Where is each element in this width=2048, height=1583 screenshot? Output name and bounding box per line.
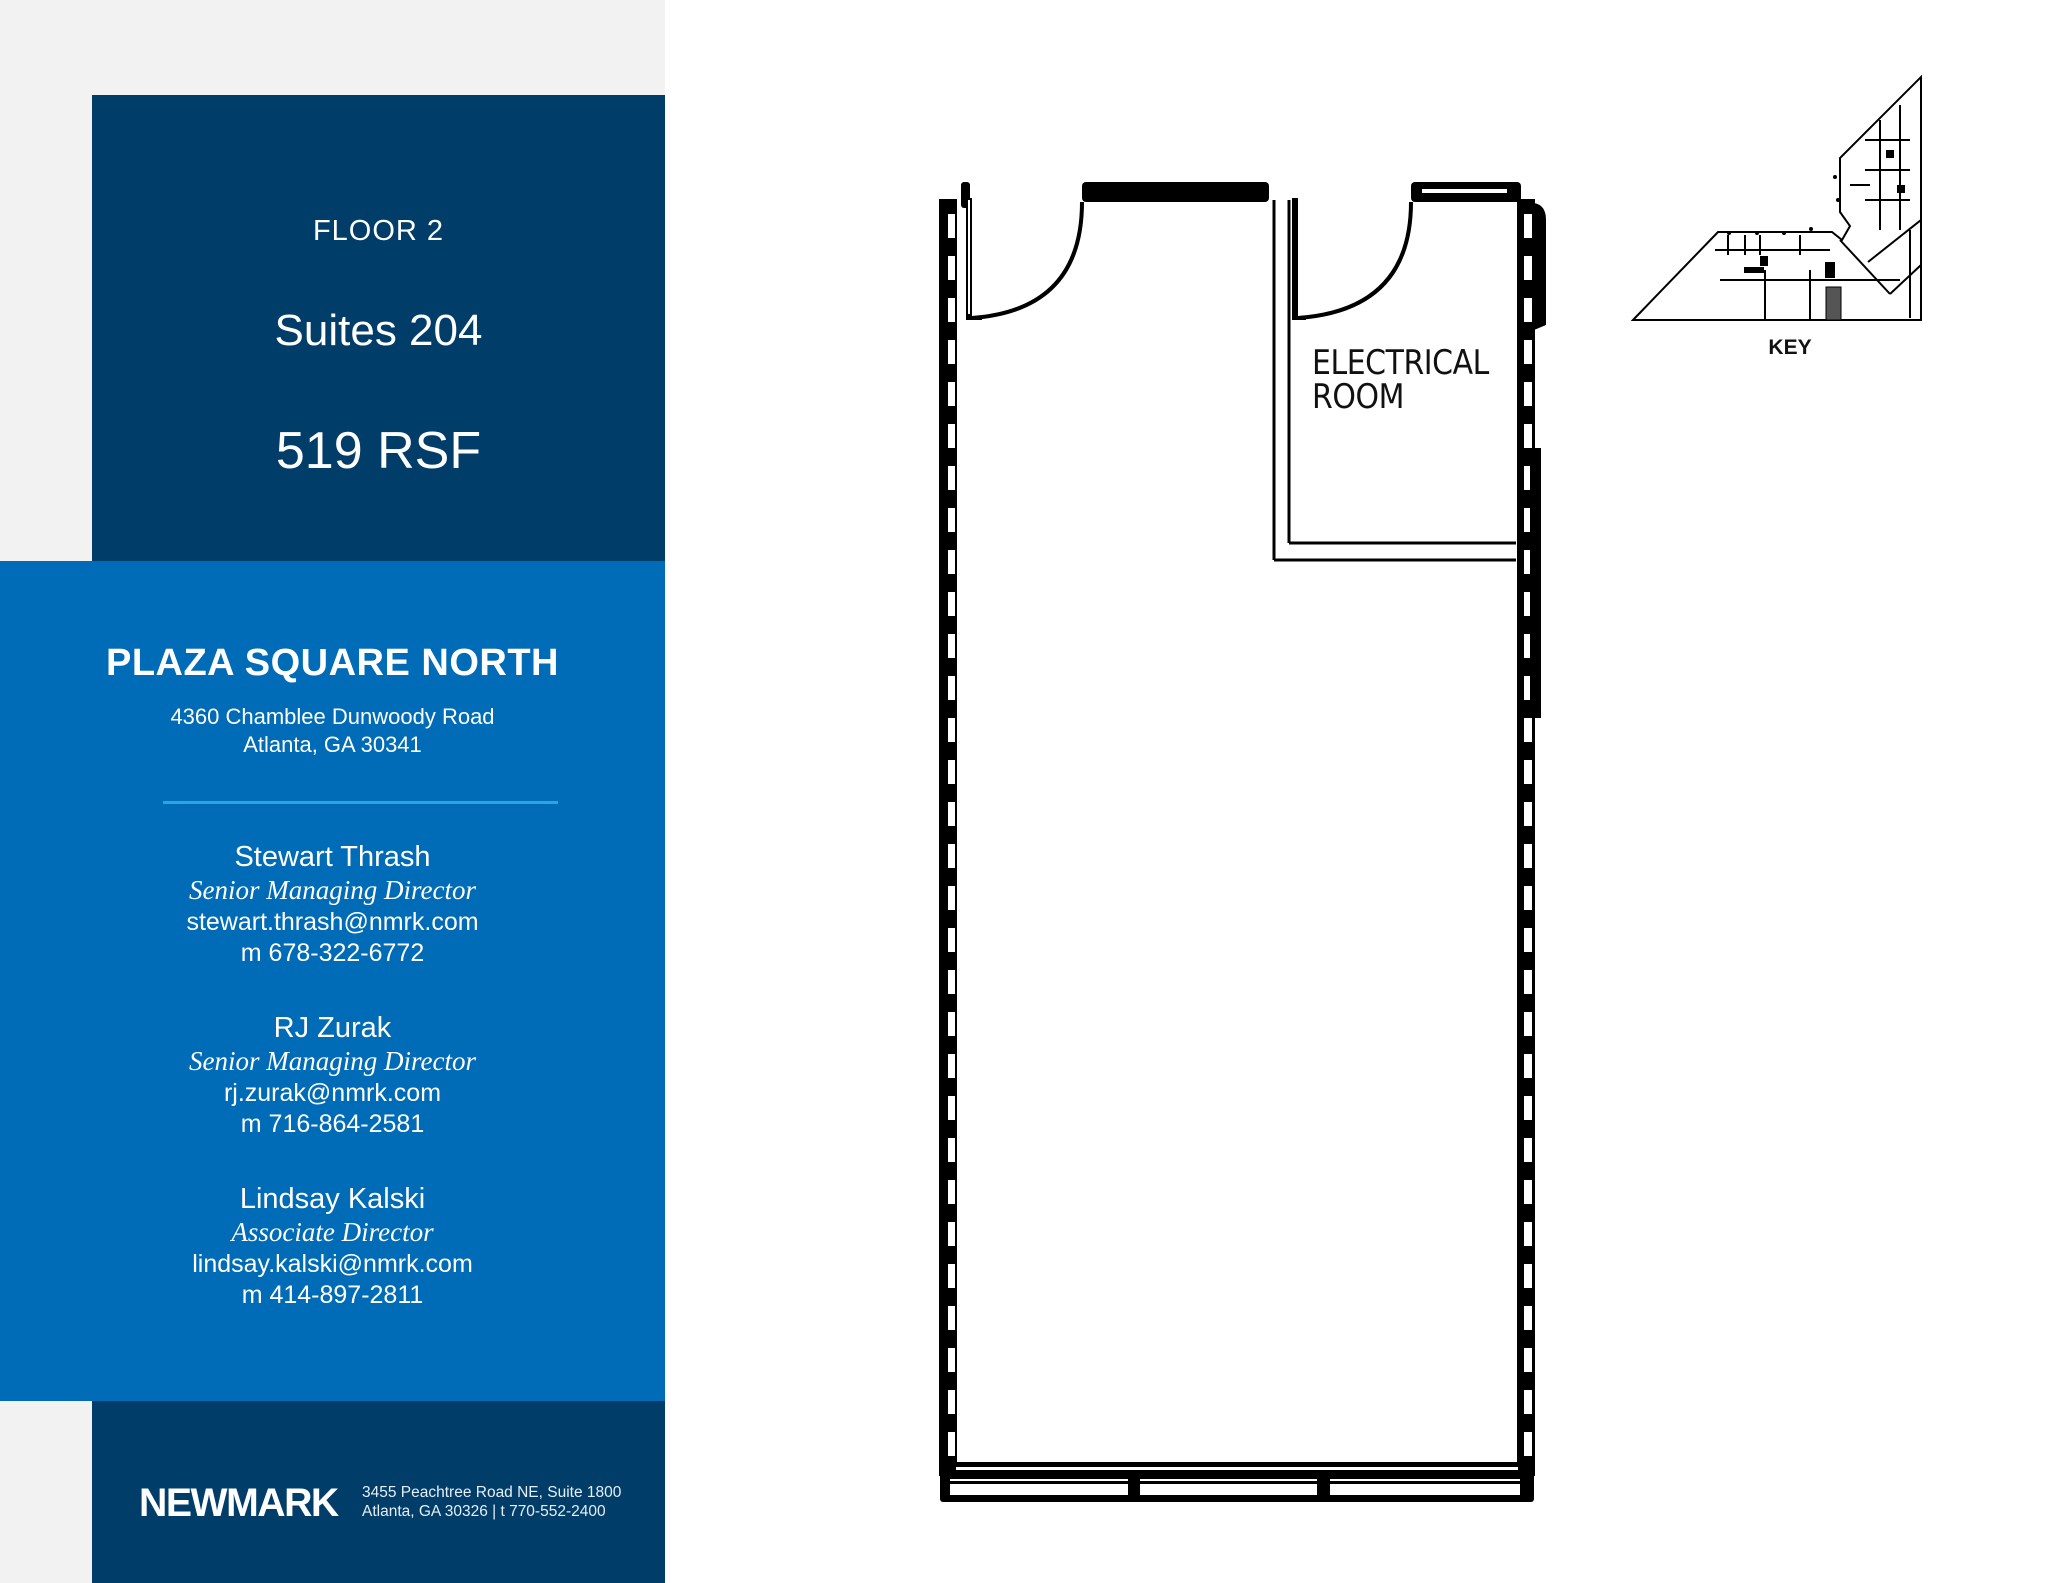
contact-title: Senior Managing Director [189, 1046, 476, 1076]
exterior-window-wall-left [939, 199, 957, 1476]
suite-location-highlight [1825, 286, 1842, 321]
contact-name: Stewart Thrash [234, 841, 431, 873]
divider [163, 801, 558, 804]
building-name: PLAZA SQUARE NORTH [105, 642, 560, 684]
key-plan-map [1630, 74, 1922, 321]
office-address-line2: Atlanta, GA 30326 | t 770-552-2400 [362, 1503, 606, 1520]
room-label-line2: ROOM [1312, 377, 1404, 417]
contact-email-link[interactable]: rj.zurak@nmrk.com [223, 1079, 442, 1107]
floor-label: FLOOR 2 [312, 215, 445, 247]
building-contact-panel: PLAZA SQUARE NORTH 4360 Chamblee Dunwood… [0, 561, 665, 1401]
contact-card: Stewart Thrash Senior Managing Director … [0, 840, 665, 969]
contact-phone[interactable]: m 678-322-6772 [240, 939, 425, 967]
building-address-line2: Atlanta, GA 30341 [243, 732, 422, 757]
contact-phone[interactable]: m 716-864-2581 [240, 1110, 425, 1138]
contact-email-link[interactable]: stewart.thrash@nmrk.com [186, 908, 479, 936]
suite-number: Suites 204 [274, 306, 483, 355]
contact-title: Senior Managing Director [189, 875, 476, 905]
contact-card: RJ Zurak Senior Managing Director rj.zur… [0, 1011, 665, 1140]
contact-name: RJ Zurak [273, 1012, 392, 1044]
building-address-line1: 4360 Chamblee Dunwoody Road [170, 704, 495, 729]
office-address-line1: 3455 Peachtree Road NE, Suite 1800 [362, 1484, 622, 1501]
rentable-square-feet: 519 RSF [275, 422, 482, 480]
office-address: 3455 Peachtree Road NE, Suite 1800 Atlan… [362, 1483, 621, 1521]
suite-floor-plan [939, 182, 1546, 1502]
newmark-logo: NEWMARK [139, 1481, 339, 1525]
contact-name: Lindsay Kalski [239, 1183, 426, 1215]
electrical-room-label: ELECTRICAL ROOM [1312, 346, 1489, 414]
key-label: KEY [1768, 336, 1812, 359]
contact-phone[interactable]: m 414-897-2811 [241, 1281, 424, 1309]
contact-email-link[interactable]: lindsay.kalski@nmrk.com [192, 1250, 473, 1278]
contact-title: Associate Director [231, 1217, 434, 1247]
room-label-line1: ELECTRICAL [1312, 343, 1489, 383]
contact-card: Lindsay Kalski Associate Director lindsa… [0, 1182, 665, 1311]
brand-footer: NEWMARK 3455 Peachtree Road NE, Suite 18… [92, 1401, 665, 1583]
suite-summary-panel: FLOOR 2 Suites 204 519 RSF [92, 95, 665, 561]
exterior-window-wall-right [1517, 199, 1535, 1476]
